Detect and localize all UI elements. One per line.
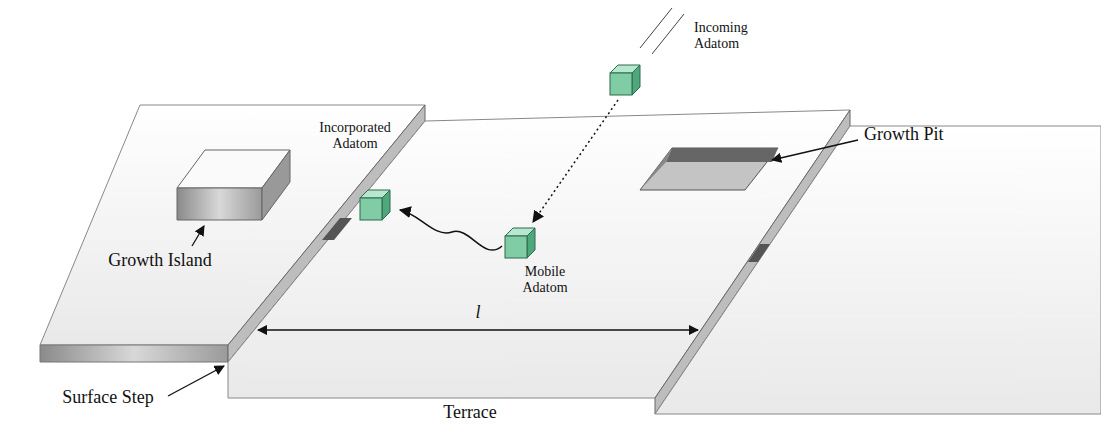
part-label: Incorporated Adatom (307, 120, 403, 152)
island-front (177, 188, 262, 220)
part-label: Terrace (420, 402, 520, 423)
deposition-arrow (533, 100, 618, 222)
step-kink (322, 218, 352, 240)
part-label: Growth Pit (864, 124, 984, 145)
pit-floor (640, 148, 778, 190)
leader-arrow (168, 366, 224, 396)
adatom-cube (360, 190, 390, 220)
motion-streak (652, 14, 684, 54)
pit-wall (666, 148, 778, 162)
adatom-cube (610, 65, 640, 95)
part-label: Mobile Adatom (510, 264, 580, 296)
dimension-arrow (258, 329, 698, 330)
motion-streak (640, 8, 672, 48)
adatom-cube (505, 228, 535, 258)
dimension-label: l (468, 302, 488, 323)
part-label: Incoming Adatom (694, 20, 774, 52)
leader-arrow (772, 140, 858, 160)
part-label: Surface Step (43, 387, 173, 408)
leader-arrow (192, 226, 204, 246)
pit-wall (640, 148, 672, 190)
diffusion-arrow (400, 210, 502, 250)
part-label: Growth Island (95, 250, 225, 271)
step-kink (748, 244, 770, 262)
terrace-front (40, 345, 228, 362)
island-side (262, 150, 290, 220)
